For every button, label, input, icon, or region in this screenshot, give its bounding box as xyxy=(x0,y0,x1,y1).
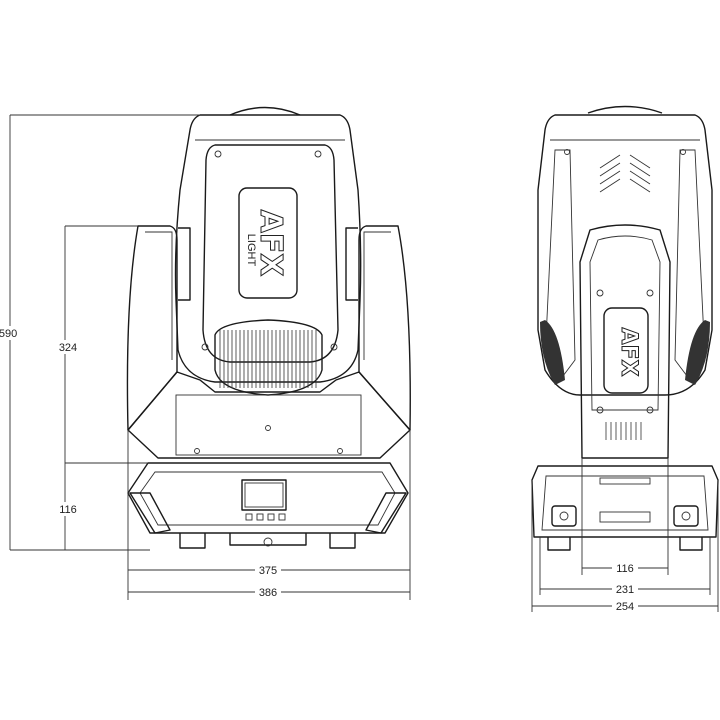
side-lens-dome xyxy=(587,105,663,114)
front-grille-slats xyxy=(219,330,317,388)
front-head-panel xyxy=(202,144,339,363)
front-right-arm-knob xyxy=(345,227,358,301)
side-screws xyxy=(564,149,686,414)
front-logo-plate xyxy=(238,187,298,299)
side-view: AFX xyxy=(531,105,719,551)
front-base-left-handle xyxy=(129,492,171,534)
side-vent-slats xyxy=(599,154,651,193)
side-right-connector xyxy=(673,505,699,527)
side-fan-slats xyxy=(605,422,642,440)
front-feet xyxy=(179,533,356,549)
front-control-buttons xyxy=(245,513,286,521)
dim-label-386: 386 xyxy=(259,587,277,599)
front-left-arm-knob xyxy=(178,227,191,301)
dim-label-231: 231 xyxy=(616,584,634,596)
front-right-arm xyxy=(358,225,411,431)
dim-label-324: 324 xyxy=(59,342,77,354)
side-logo-mark: AFX xyxy=(616,327,641,376)
side-center-arm xyxy=(579,224,671,459)
side-right-rear-grille xyxy=(685,320,710,385)
front-left-arm xyxy=(126,225,178,431)
front-logo-word: LIGHT xyxy=(245,234,257,267)
front-view: AFX LIGHT xyxy=(126,106,411,549)
dim-label-375: 375 xyxy=(259,565,277,577)
front-logo-mark: AFX xyxy=(253,210,288,277)
front-screws xyxy=(194,150,343,454)
front-head-shell xyxy=(174,114,362,383)
dim-label-116-front: 116 xyxy=(59,504,77,516)
front-lens-dome xyxy=(229,106,301,116)
front-yoke-body xyxy=(127,371,411,459)
dimension-labels: 590 324 116 375 386 116 231 254 xyxy=(0,326,638,613)
dim-label-254: 254 xyxy=(616,601,634,613)
dim-label-116-side: 116 xyxy=(616,563,634,575)
side-head-shell xyxy=(537,114,713,396)
side-left-connector xyxy=(551,505,577,527)
front-grille xyxy=(214,319,323,396)
side-logo-plate xyxy=(603,307,649,394)
front-display-screen xyxy=(241,479,287,511)
side-feet xyxy=(547,537,703,551)
front-base xyxy=(127,462,409,534)
side-left-rear-grille xyxy=(540,320,565,385)
dim-label-590: 590 xyxy=(0,328,17,340)
front-base-right-handle xyxy=(365,492,407,534)
